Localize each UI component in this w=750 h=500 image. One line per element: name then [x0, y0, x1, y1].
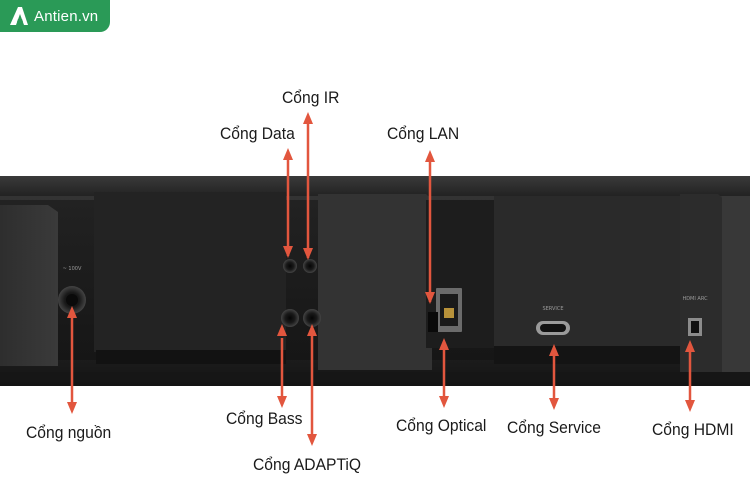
label-service-port: Cổng Service: [507, 418, 601, 437]
label-bass-port: Cổng Bass: [226, 409, 303, 428]
site-logo[interactable]: Antien.vn: [0, 0, 110, 32]
middle-block: [318, 194, 432, 370]
panel-service: [494, 196, 680, 348]
adaptiq-jack: [303, 309, 321, 327]
label-ir-port: Cổng IR: [282, 88, 340, 107]
label-data-port: Cổng Data: [220, 124, 295, 143]
left-block: [0, 205, 58, 366]
right-block: [680, 194, 724, 372]
panel-left: [94, 192, 286, 352]
service-mark: SERVICE: [542, 306, 563, 312]
callout-arrows: [67, 112, 695, 446]
antien-logo-icon: [10, 7, 28, 25]
bass-jack: [281, 309, 299, 327]
hdmi-mark: HDMI ARC: [682, 296, 708, 302]
data-jack: [283, 259, 297, 273]
logo-text: Antien.vn: [34, 7, 99, 25]
optical-port: [428, 312, 438, 332]
label-optical-port: Cổng Optical: [396, 416, 487, 435]
label-power-port: Cổng nguồn: [26, 423, 112, 442]
ir-jack: [303, 259, 317, 273]
label-lan-port: Cổng LAN: [387, 124, 460, 143]
power-mark: ~ 100V: [63, 266, 82, 272]
label-adaptiq-port: Cổng ADAPTiQ: [253, 455, 362, 474]
label-hdmi-port: Cổng HDMI: [652, 420, 734, 439]
